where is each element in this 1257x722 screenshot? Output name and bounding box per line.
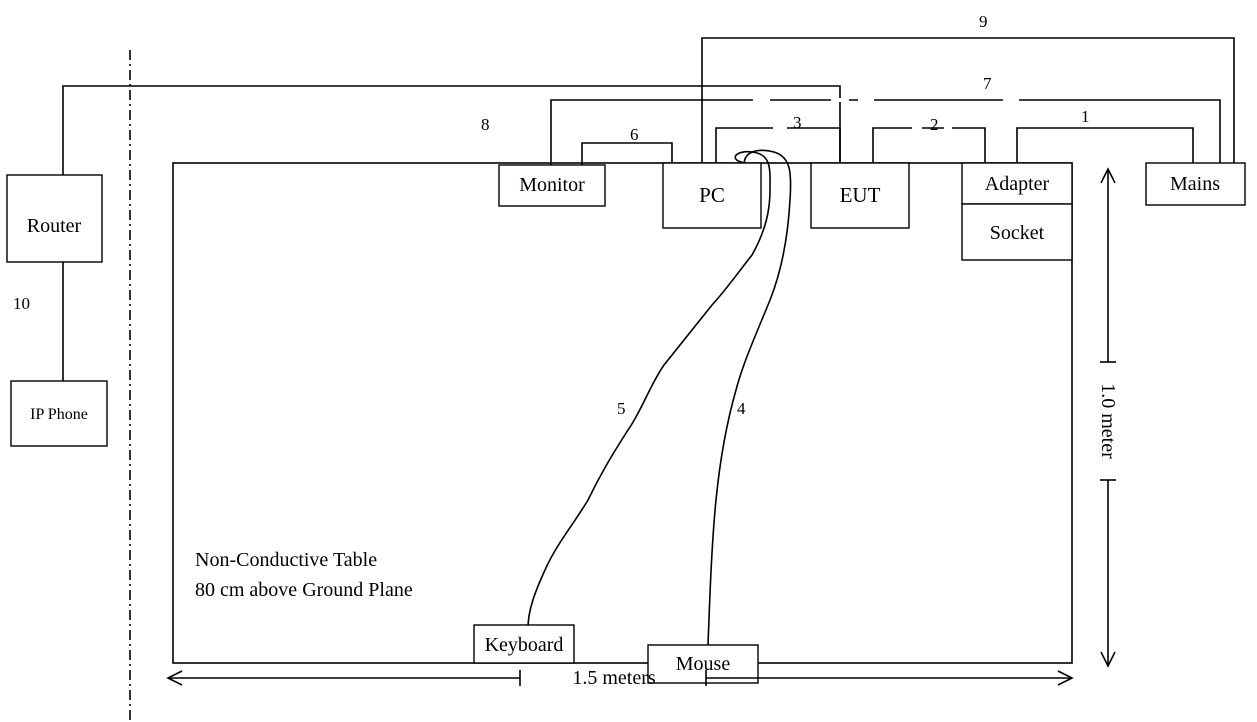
ip-phone-label: IP Phone bbox=[30, 406, 88, 423]
cable-9 bbox=[701, 37, 1235, 170]
cable-4 bbox=[707, 149, 792, 646]
mains-label: Mains bbox=[1170, 173, 1220, 195]
ip-phone-box: IP Phone bbox=[10, 380, 108, 447]
router-label: Router bbox=[27, 215, 82, 237]
mouse-label: Mouse bbox=[676, 653, 731, 675]
height-label: 1.0 meter bbox=[1097, 383, 1119, 459]
pc-label: PC bbox=[699, 183, 725, 207]
keyboard-box: Keyboard bbox=[473, 624, 575, 664]
mouse-box: Mouse bbox=[647, 644, 759, 684]
cable-2 bbox=[872, 127, 986, 163]
monitor-box: Monitor bbox=[498, 164, 606, 207]
table-outline bbox=[172, 162, 1073, 664]
keyboard-label: Keyboard bbox=[485, 634, 564, 656]
eut-box: EUT bbox=[810, 162, 910, 229]
monitor-label: Monitor bbox=[519, 174, 585, 196]
cable-6 bbox=[581, 142, 673, 165]
adapter-label: Adapter bbox=[985, 173, 1050, 195]
table-note-line1: Non-Conductive Table bbox=[195, 549, 377, 571]
cable-label-4: 4 bbox=[737, 399, 746, 418]
cable-label-2: 2 bbox=[930, 115, 939, 134]
height-dimension: 1.0 meter bbox=[1097, 167, 1119, 668]
socket-box: Socket bbox=[961, 203, 1073, 261]
width-dimension: 1.5 meters bbox=[166, 667, 1074, 689]
width-label: 1.5 meters bbox=[572, 667, 656, 689]
cable-label-8: 8 bbox=[481, 115, 490, 134]
cable-label-7: 7 bbox=[983, 74, 992, 93]
cable-7 bbox=[550, 99, 1221, 170]
socket-label: Socket bbox=[990, 222, 1045, 244]
cable-label-6: 6 bbox=[630, 125, 639, 144]
mains-box: Mains bbox=[1145, 162, 1246, 206]
cable-label-9: 9 bbox=[979, 12, 988, 31]
adapter-box: Adapter bbox=[961, 162, 1073, 205]
eut-label: EUT bbox=[840, 183, 881, 207]
router-box: Router bbox=[6, 174, 103, 263]
cable-label-1: 1 bbox=[1081, 107, 1090, 126]
cable-label-5: 5 bbox=[617, 399, 626, 418]
table-note-line2: 80 cm above Ground Plane bbox=[195, 579, 413, 601]
cable-label-10: 10 bbox=[13, 294, 30, 313]
cable-5 bbox=[527, 150, 771, 629]
pc-box: PC bbox=[662, 162, 762, 229]
cable-1 bbox=[1016, 127, 1194, 170]
cable-8 bbox=[62, 85, 841, 175]
cable-label-3: 3 bbox=[793, 113, 802, 132]
